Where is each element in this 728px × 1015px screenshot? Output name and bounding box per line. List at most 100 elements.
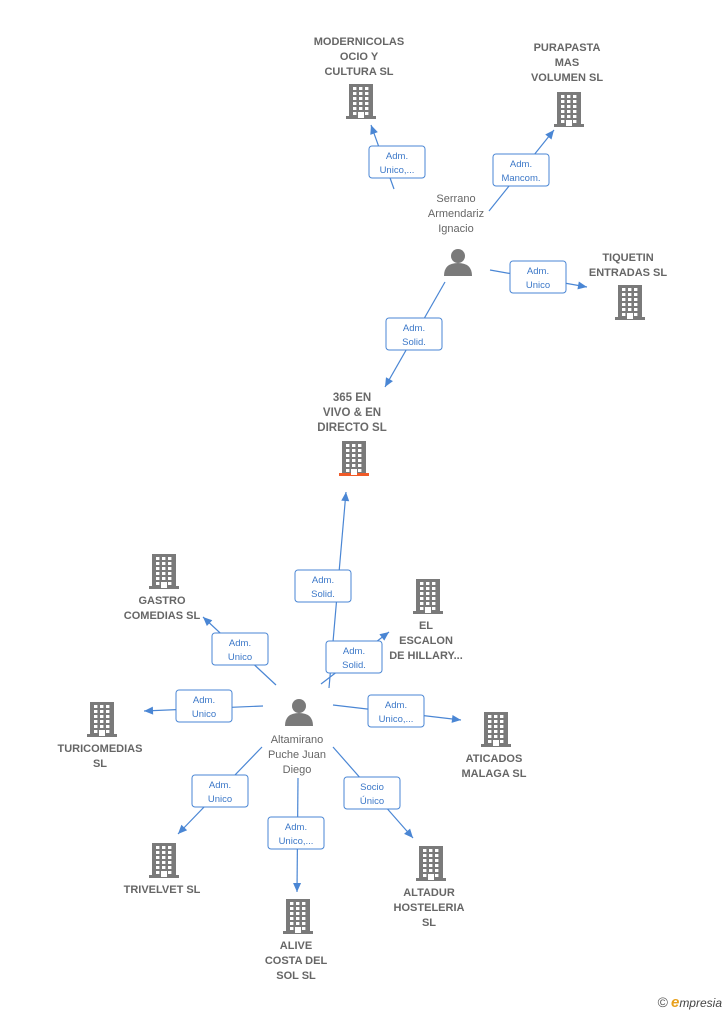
node-label: HOSTELERIA: [394, 902, 465, 914]
node-label: DE HILLARY...: [389, 650, 463, 662]
node-label: ATICADOS: [466, 753, 523, 765]
person-icon: [285, 699, 313, 726]
relation-label-box: [175, 689, 233, 723]
node-label: EL: [419, 620, 433, 632]
edge-altamirano-to-aticados: Adm.Unico,...: [332, 694, 462, 728]
node-label: TRIVELVET SL: [124, 884, 201, 896]
arrow-head-icon: [178, 824, 188, 834]
relation-label[interactable]: Adm. Solid.: [294, 569, 352, 603]
relation-label-text: Unico: [228, 652, 252, 663]
edge-serrano-to-modernicolas: Adm.Unico,...: [368, 124, 426, 190]
relation-label[interactable]: Adm. Unico: [191, 774, 249, 808]
building-icon: [554, 92, 584, 127]
node-label: Diego: [283, 764, 312, 776]
relation-label-box: [509, 260, 567, 294]
relation-label-box: [343, 776, 401, 810]
node-label: TURICOMEDIAS: [58, 743, 143, 755]
node-label: DIRECTO SL: [317, 422, 386, 434]
relation-label-text: Unico,...: [380, 165, 415, 176]
edge-altamirano-to-gastro: Adm. Unico: [202, 616, 277, 686]
edge-serrano-to-365envivo: Adm. Solid.: [384, 281, 446, 388]
relation-label-text: Adm.: [312, 575, 334, 586]
relation-label-text: Unico: [526, 280, 550, 291]
relation-label-text: Adm.: [403, 323, 425, 334]
relation-label-text: Adm.: [527, 266, 549, 277]
node-label: GASTRO: [138, 595, 186, 607]
relation-label-text: Adm.: [385, 700, 407, 711]
node-label: SL: [422, 917, 436, 929]
relation-label-box: [191, 774, 249, 808]
edges-layer: Adm.Unico,...Adm.Mancom.Adm.UnicoAdm.Sol…: [143, 124, 588, 893]
relation-label-text: Adm.: [285, 822, 307, 833]
building-icon: [416, 846, 446, 881]
edge-altamirano-to-alive: Adm.Unico,...: [267, 777, 325, 893]
building-icon: [339, 441, 369, 476]
relation-label[interactable]: Adm. Mancom.: [492, 153, 550, 187]
building-icon: [615, 285, 645, 320]
arrow-head-icon: [451, 714, 461, 723]
edge-serrano-to-tiquetin: Adm. Unico: [489, 260, 588, 294]
node-label: Ignacio: [438, 223, 473, 235]
node-label: COSTA DEL: [265, 955, 328, 967]
node-label: VIVO & EN: [323, 407, 381, 419]
arrow-head-icon: [577, 281, 587, 290]
building-icon: [283, 899, 313, 934]
node-label: Puche Juan: [268, 749, 326, 761]
node-label: ESCALON: [399, 635, 453, 647]
relation-label-text: Unico: [208, 794, 232, 805]
node-label: Serrano: [436, 193, 475, 205]
node-label: VOLUMEN SL: [531, 72, 603, 84]
node-label: TIQUETIN: [602, 252, 653, 264]
relation-label[interactable]: Adm.Unico,...: [368, 145, 426, 179]
arrow-head-icon: [203, 617, 213, 627]
building-icon: [87, 702, 117, 737]
relation-label[interactable]: Adm.Solid.: [325, 640, 383, 674]
relation-label[interactable]: Adm.Unico: [175, 689, 233, 723]
relation-label-text: Adm.: [193, 695, 215, 706]
arrow-head-icon: [341, 492, 350, 502]
relation-label[interactable]: Adm. Unico: [211, 632, 269, 666]
relation-label[interactable]: Adm.Unico,...: [267, 816, 325, 850]
relation-label-text: Adm.: [229, 638, 251, 649]
company-node-trivelvet[interactable]: TRIVELVET SL: [124, 843, 201, 896]
node-label: MODERNICOLAS: [314, 36, 404, 48]
building-icon: [413, 579, 443, 614]
node-label: SL: [93, 758, 107, 770]
empresia-logo[interactable]: ©empresia: [657, 994, 722, 1011]
relation-label-text: Adm.: [510, 159, 532, 170]
relation-label-box: [367, 694, 425, 728]
relation-label-text: Adm.: [209, 780, 231, 791]
relation-label[interactable]: Adm. Solid.: [385, 317, 443, 351]
edge-altamirano-to-trivelvet: Adm. Unico: [177, 746, 263, 835]
relation-label-text: Solid.: [311, 589, 335, 600]
relation-label-text: Solid.: [342, 660, 366, 671]
relation-label-text: Mancom.: [501, 173, 540, 184]
relation-label-box: [294, 569, 352, 603]
arrow-head-icon: [293, 882, 302, 892]
edge-serrano-to-purapasta: Adm. Mancom.: [488, 129, 555, 212]
node-label: MAS: [555, 57, 579, 69]
company-node-turicomedias[interactable]: TURICOMEDIAS SL: [58, 702, 143, 770]
arrow-head-icon: [144, 706, 154, 715]
edge-altamirano-to-escalon: Adm.Solid.: [320, 631, 390, 685]
node-label: SOL SL: [276, 970, 316, 982]
relation-label[interactable]: Adm. Unico: [509, 260, 567, 294]
building-icon: [346, 84, 376, 119]
relation-label[interactable]: Adm.Unico,...: [367, 694, 425, 728]
relation-label-text: Solid.: [402, 337, 426, 348]
node-label: OCIO Y: [340, 51, 379, 63]
company-node-escalon[interactable]: EL ESCALON DE HILLARY...: [389, 579, 463, 662]
